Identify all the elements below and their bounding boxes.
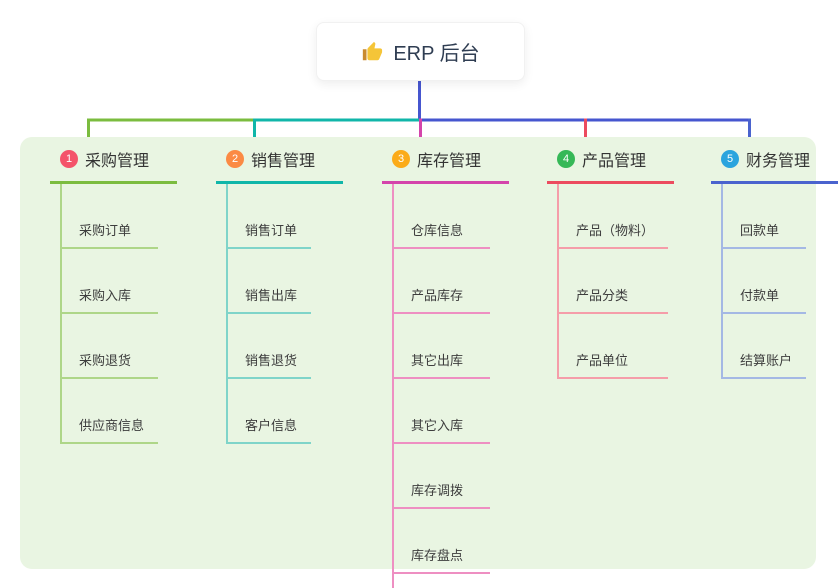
branch-item[interactable]: 库存调拨: [394, 444, 491, 509]
branch-1: 1 采购管理采购订单采购入库采购退货供应商信息: [50, 143, 177, 444]
branch-item[interactable]: 产品分类: [559, 249, 669, 314]
branch-header-2[interactable]: 2 销售管理: [216, 143, 343, 184]
branch-label: 库存管理: [417, 153, 482, 170]
branch-item[interactable]: 客户信息: [228, 379, 312, 444]
branch-header-1[interactable]: 1 采购管理: [50, 143, 177, 184]
branch-5: 5 财务管理回款单付款单结算账户: [711, 143, 838, 379]
branch-number-badge: 4: [557, 150, 575, 168]
branch-items: 产品（物料）产品分类产品单位: [557, 184, 669, 379]
branch-3: 3 库存管理仓库信息产品库存其它出库其它入库库存调拨库存盘点出库库明细: [382, 143, 509, 588]
branch-number-badge: 2: [226, 150, 244, 168]
branch-item[interactable]: 其它入库: [394, 379, 491, 444]
branch-item[interactable]: 结算账户: [723, 314, 807, 379]
branch-items: 回款单付款单结算账户: [721, 184, 807, 379]
branches-panel: 1 采购管理采购订单采购入库采购退货供应商信息 2 销售管理销售订单销售出库销售退货客…: [20, 137, 838, 588]
branch-item[interactable]: 供应商信息: [62, 379, 159, 444]
branch-4: 4 产品管理产品（物料）产品分类产品单位: [547, 143, 674, 379]
branch-header-3[interactable]: 3 库存管理: [382, 143, 509, 184]
branch-item[interactable]: 采购退货: [62, 314, 159, 379]
branch-item[interactable]: 销售出库: [228, 249, 312, 314]
branch-items: 销售订单销售出库销售退货客户信息: [226, 184, 312, 444]
branch-item[interactable]: 出库库明细: [394, 574, 490, 588]
branch-item[interactable]: 其它出库: [394, 314, 491, 379]
branch-header-4[interactable]: 4 产品管理: [547, 143, 674, 184]
branch-item[interactable]: 销售订单: [228, 184, 312, 249]
branch-item[interactable]: 采购订单: [62, 184, 159, 249]
branch-number-badge: 1: [60, 150, 78, 168]
branch-2: 2 销售管理销售订单销售出库销售退货客户信息: [216, 143, 343, 444]
root-node[interactable]: ERP 后台: [316, 22, 525, 81]
branch-item[interactable]: 付款单: [723, 249, 807, 314]
branch-label: 采购管理: [85, 153, 150, 170]
root-title: ERP 后台: [393, 43, 480, 65]
branch-label: 产品管理: [582, 153, 647, 170]
branch-item[interactable]: 采购入库: [62, 249, 159, 314]
branch-item[interactable]: 回款单: [723, 184, 807, 249]
branch-label: 财务管理: [746, 153, 811, 170]
branch-item[interactable]: 产品单位: [559, 314, 669, 379]
branch-item[interactable]: 销售退货: [228, 314, 312, 379]
branch-item[interactable]: 仓库信息: [394, 184, 491, 249]
thumbs-up-icon: [361, 41, 383, 63]
branch-item[interactable]: 产品库存: [394, 249, 491, 314]
branch-items: 采购订单采购入库采购退货供应商信息: [60, 184, 159, 444]
branch-number-badge: 5: [721, 150, 739, 168]
branch-item[interactable]: 库存盘点: [394, 509, 491, 574]
branch-number-badge: 3: [392, 150, 410, 168]
branch-header-5[interactable]: 5 财务管理: [711, 143, 838, 184]
branch-item[interactable]: 产品（物料）: [559, 184, 669, 249]
branch-label: 销售管理: [251, 153, 316, 170]
branch-items: 仓库信息产品库存其它出库其它入库库存调拨库存盘点出库库明细: [392, 184, 491, 588]
